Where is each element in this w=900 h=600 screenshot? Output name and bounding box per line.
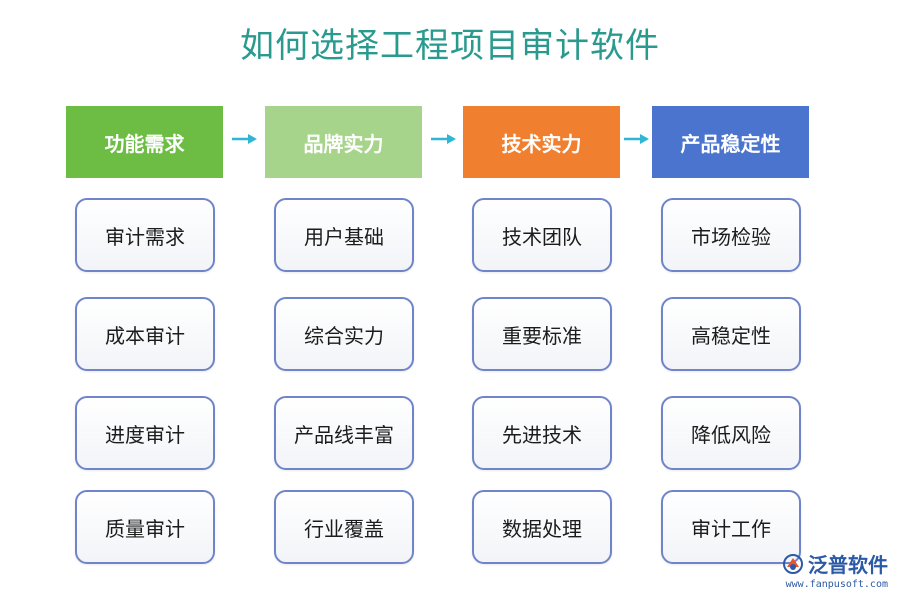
brand-mark-icon xyxy=(783,553,803,574)
diagram-title: 如何选择工程项目审计软件 xyxy=(240,26,660,66)
card-item: 审计工作 xyxy=(661,490,801,564)
column-header-function: 功能需求 xyxy=(66,106,223,178)
column-header-brand: 品牌实力 xyxy=(265,106,422,178)
column-header-technology: 技术实力 xyxy=(463,106,620,178)
arrow-right-icon xyxy=(232,134,257,144)
arrow-right-icon xyxy=(624,134,649,144)
card-item: 进度审计 xyxy=(75,396,215,470)
arrow-right-icon xyxy=(431,134,456,144)
card-item: 高稳定性 xyxy=(661,297,801,371)
brand-logo: 泛普软件 www.fanpusoft.com xyxy=(782,549,888,590)
card-item: 综合实力 xyxy=(274,297,414,371)
card-item: 市场检验 xyxy=(661,198,801,272)
card-item: 质量审计 xyxy=(75,490,215,564)
card-item: 产品线丰富 xyxy=(274,396,414,470)
brand-name: 泛普软件 xyxy=(808,553,888,577)
brand-url: www.fanpusoft.com xyxy=(785,579,888,590)
card-item: 重要标准 xyxy=(472,297,612,371)
card-item: 先进技术 xyxy=(472,396,612,470)
card-item: 降低风险 xyxy=(661,396,801,470)
card-item: 审计需求 xyxy=(75,198,215,272)
card-item: 用户基础 xyxy=(274,198,414,272)
card-item: 数据处理 xyxy=(472,490,612,564)
card-item: 技术团队 xyxy=(472,198,612,272)
card-item: 成本审计 xyxy=(75,297,215,371)
column-header-stability: 产品稳定性 xyxy=(652,106,809,178)
card-item: 行业覆盖 xyxy=(274,490,414,564)
